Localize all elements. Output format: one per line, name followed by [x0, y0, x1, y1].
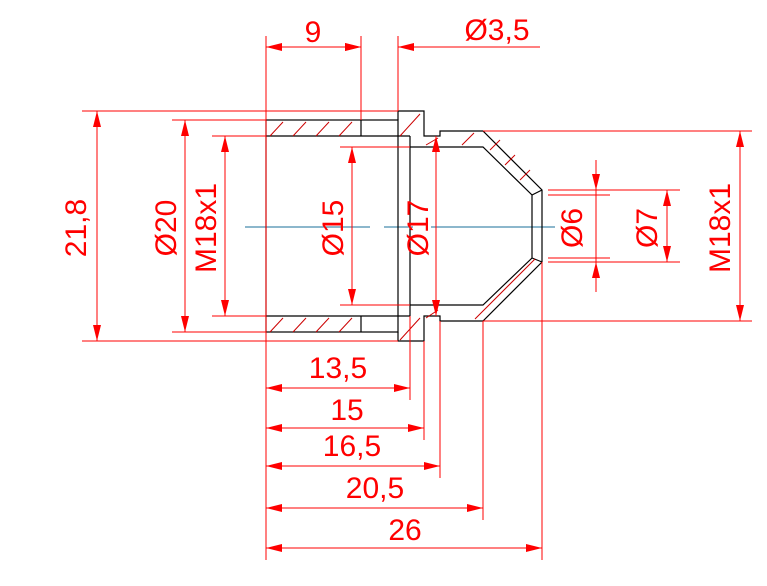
dim-bore-dia: Ø15 [317, 200, 350, 257]
dim-step-dia: Ø17 [402, 200, 435, 257]
part-outline [265, 110, 543, 342]
dim-thread-right: M18x1 [704, 183, 737, 273]
dim-len-1: 13,5 [309, 352, 367, 385]
dim-overall-height: 21,8 [60, 199, 93, 257]
dim-thread-left: M18x1 [190, 183, 223, 273]
dim-len-4: 20,5 [346, 472, 404, 505]
dim-top-length: 9 [305, 16, 322, 49]
dim-outer-dia: Ø20 [150, 200, 183, 257]
dim-len-2: 15 [330, 394, 363, 427]
dim-top-dia: Ø3,5 [464, 14, 529, 47]
dim-tip-inner-dia: Ø6 [556, 208, 589, 248]
dim-tip-outer-dia: Ø7 [631, 208, 664, 248]
dim-len-3: 16,5 [323, 430, 381, 463]
dim-len-5: 26 [388, 514, 421, 547]
dimension-lines [82, 36, 752, 560]
